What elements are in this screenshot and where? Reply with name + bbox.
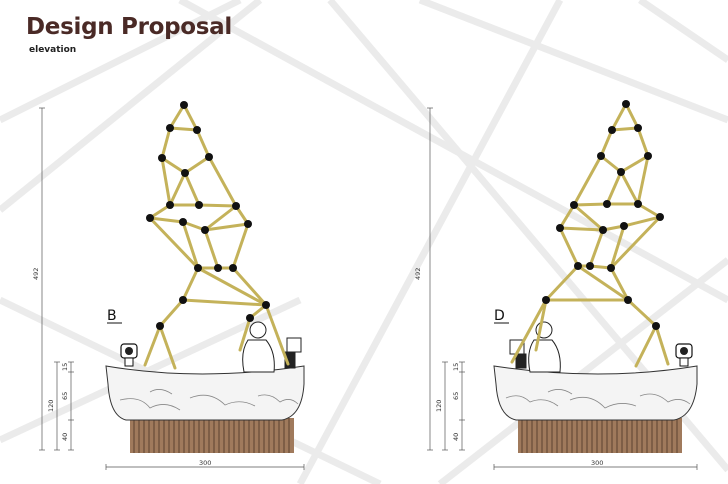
marble-counter (493, 365, 698, 421)
dim-upper: 15 (452, 363, 460, 371)
elevation-label: B (107, 308, 117, 324)
dim-lower: 40 (61, 433, 69, 441)
sculpture-rods (510, 102, 670, 368)
dim-total-height: 492 (414, 268, 422, 280)
sculpture-joints (542, 100, 664, 330)
dimension-lines (39, 107, 305, 470)
dim-middle: 65 (452, 392, 460, 400)
dim-total-height: 492 (32, 268, 40, 280)
dim-width: 300 (199, 459, 211, 467)
dim-upper: 15 (61, 363, 69, 371)
marble-counter (105, 365, 305, 421)
lamp-icon (120, 343, 138, 367)
wood-slats (133, 418, 290, 453)
dim-height: 120 (435, 400, 443, 412)
page-subtitle: elevation (29, 45, 77, 55)
wooden-base (518, 418, 682, 453)
dimension-lines (427, 107, 698, 470)
marble-veins (119, 389, 299, 411)
dim-height: 120 (47, 400, 55, 412)
page-title: Design Proposal (26, 14, 232, 40)
dim-middle: 65 (61, 392, 69, 400)
lamp-icon (675, 343, 693, 367)
barista-figure (242, 321, 302, 373)
wooden-base (130, 418, 294, 453)
dim-lower: 40 (452, 433, 460, 441)
dim-width: 300 (591, 459, 603, 467)
marble-veins (505, 389, 691, 409)
wood-slats (521, 418, 678, 453)
sculpture-joints (146, 101, 270, 330)
elevation-label: D (494, 308, 505, 324)
